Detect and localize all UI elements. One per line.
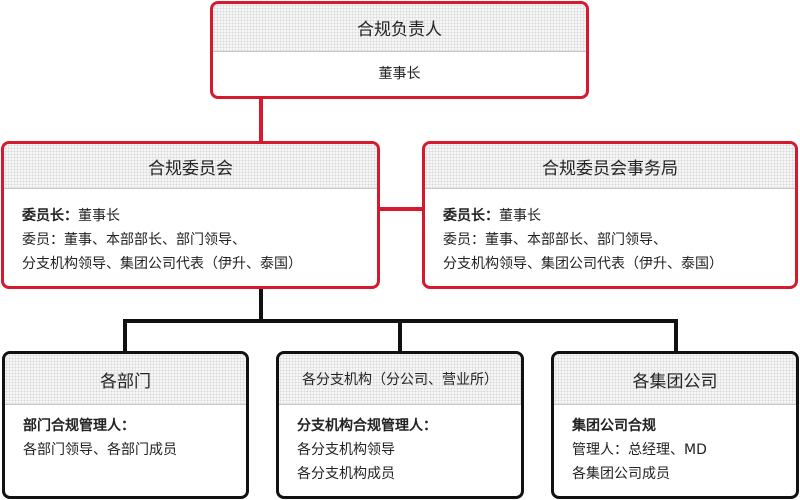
compliance-committee-body: 委员长：董事长 委员：董事、本部部长、部门领导、 分支机构领导、集团公司代表（伊… (4, 189, 377, 286)
branches-body: 分支机构合规管理人： 各分支机构领导 各分支机构成员 (279, 405, 521, 496)
office-members-line1: 委员：董事、本部部长、部门领导、 (443, 232, 667, 248)
office-chair-line: 委员长：董事长 (443, 204, 795, 228)
group-companies-line2: 各集团公司成员 (572, 466, 670, 482)
departments-label: 部门合规管理人： (23, 418, 135, 434)
branches-label: 分支机构合规管理人： (297, 418, 437, 434)
office-chair-label: 委员长： (443, 208, 499, 224)
committee-chair-label: 委员长： (22, 208, 78, 224)
connector-top-to-committee (259, 97, 263, 143)
connector-to-departments (123, 319, 127, 353)
departments-body: 部门合规管理人： 各部门领导、各部门成员 (5, 405, 246, 496)
group-companies-title: 各集团公司 (554, 354, 796, 405)
connector-committee-to-office (378, 207, 424, 211)
compliance-officer-title: 合规负责人 (213, 4, 586, 52)
committee-office-title: 合规委员会事务局 (425, 144, 795, 189)
branches-line1: 各分支机构领导 (297, 442, 395, 458)
compliance-officer-box: 合规负责人 董事长 (210, 1, 589, 99)
group-companies-label: 集团公司合规 (572, 418, 656, 434)
branches-line2: 各分支机构成员 (297, 466, 395, 482)
departments-line1: 各部门领导、各部门成员 (23, 442, 177, 458)
compliance-committee-title: 合规委员会 (4, 144, 377, 189)
committee-members-line1: 委员：董事、本部部长、部门领导、 (22, 232, 246, 248)
committee-chair-line: 委员长：董事长 (22, 204, 377, 228)
group-companies-box: 各集团公司 集团公司合规 管理人：总经理、MD 各集团公司成员 (551, 351, 799, 499)
committee-office-body: 委员长：董事长 委员：董事、本部部长、部门领导、 分支机构领导、集团公司代表（伊… (425, 189, 795, 286)
departments-title: 各部门 (5, 354, 246, 405)
group-companies-line1: 管理人：总经理、MD (572, 442, 707, 458)
committee-chair-value: 董事长 (78, 208, 120, 224)
compliance-committee-box: 合规委员会 委员长：董事长 委员：董事、本部部长、部门领导、 分支机构领导、集团… (1, 141, 380, 289)
branches-box: 各分支机构（分公司、营业所） 分支机构合规管理人： 各分支机构领导 各分支机构成… (276, 351, 524, 499)
group-companies-body: 集团公司合规 管理人：总经理、MD 各集团公司成员 (554, 405, 796, 496)
departments-box: 各部门 部门合规管理人： 各部门领导、各部门成员 (2, 351, 249, 499)
branches-title: 各分支机构（分公司、营业所） (279, 354, 521, 405)
connector-to-branches (398, 319, 402, 353)
office-chair-value: 董事长 (499, 208, 541, 224)
committee-members-line2: 分支机构领导、集团公司代表（伊升、泰国） (22, 256, 302, 272)
compliance-officer-body: 董事长 (378, 66, 421, 82)
committee-office-box: 合规委员会事务局 委员长：董事长 委员：董事、本部部长、部门领导、 分支机构领导… (422, 141, 798, 289)
connector-committee-down (259, 287, 263, 321)
connector-to-group (674, 319, 678, 353)
office-members-line2: 分支机构领导、集团公司代表（伊升、泰国） (443, 256, 723, 272)
